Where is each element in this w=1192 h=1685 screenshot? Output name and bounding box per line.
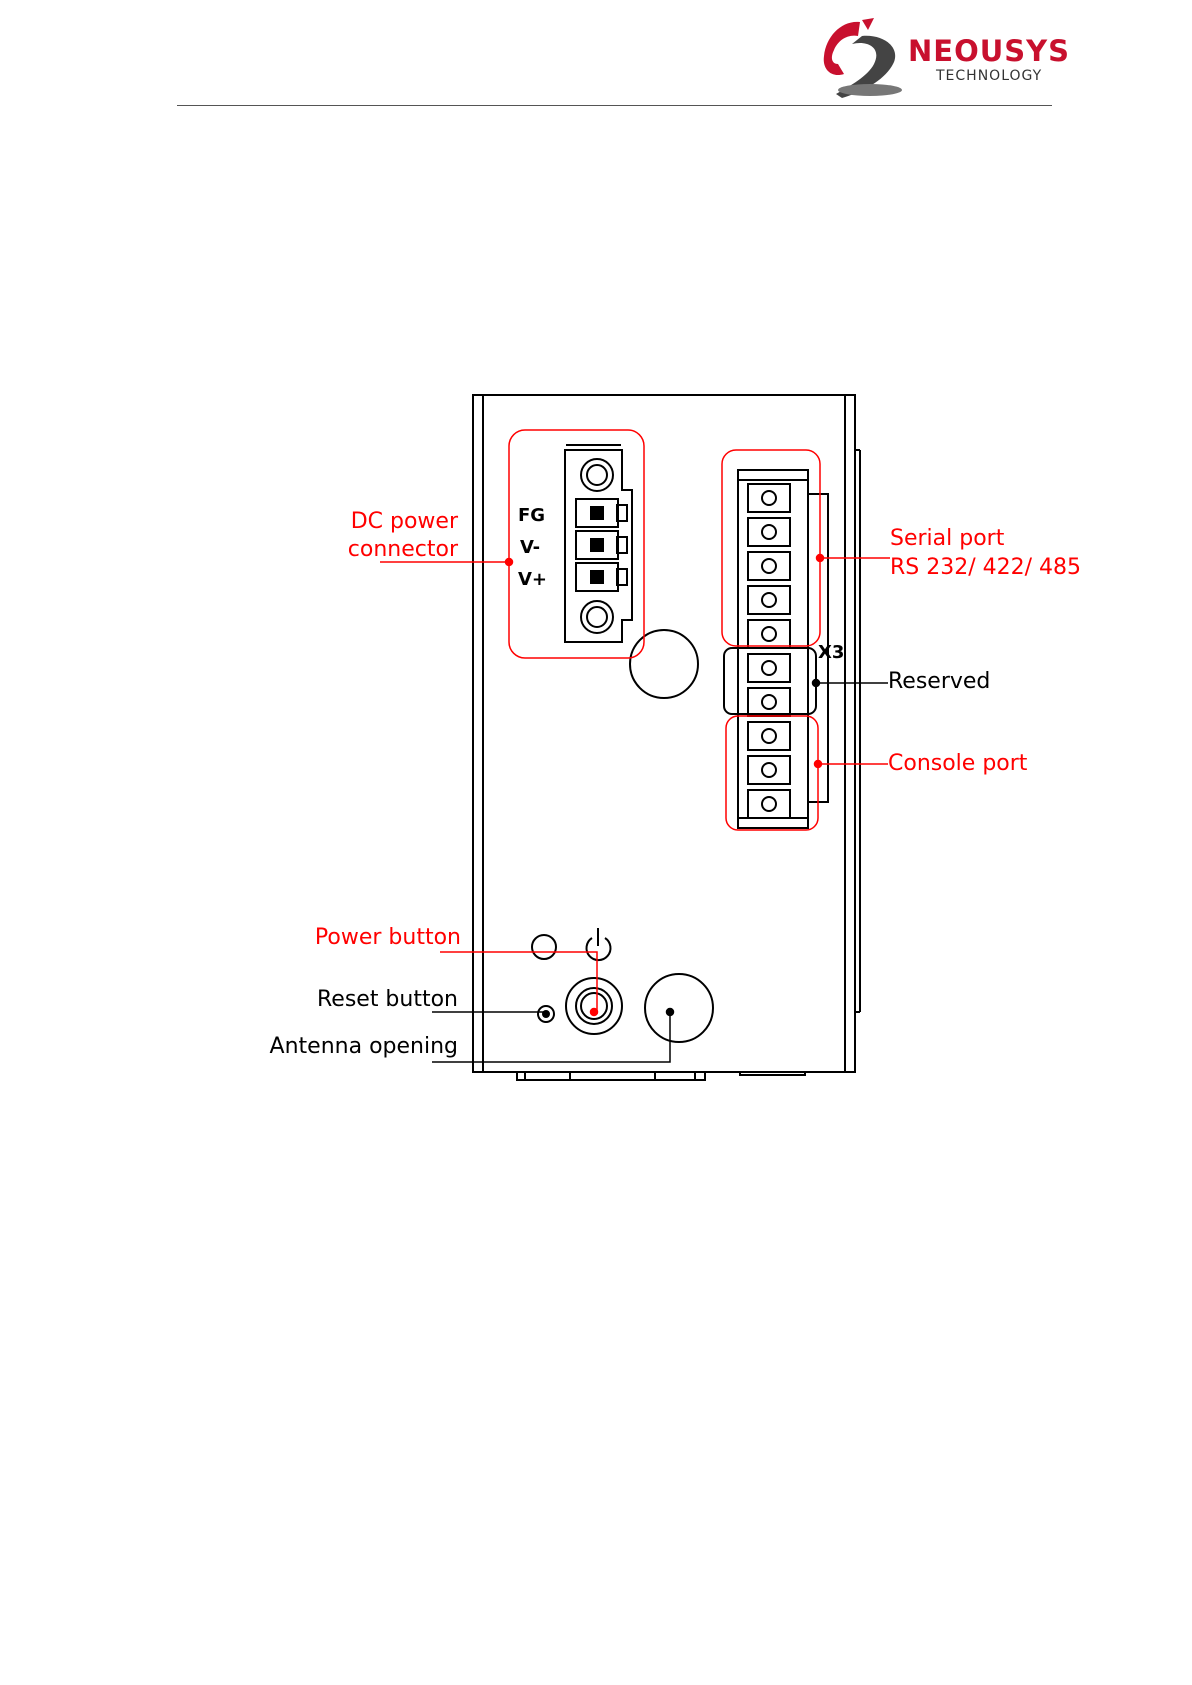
connector-tag-x3: X3: [818, 642, 844, 663]
power-button-ring: [566, 978, 622, 1034]
blank-plug-hole: [630, 630, 698, 698]
terminal-label-vplus: V+: [518, 569, 547, 590]
dc-power-label-line1: DC power: [351, 508, 458, 536]
serial-port-label-line1: Serial port: [890, 525, 1004, 553]
power-button-label: Power button: [315, 924, 461, 952]
antenna-opening: [645, 974, 713, 1042]
console-port-highlight: [726, 716, 818, 830]
serial-port-label-line2: RS 232/ 422/ 485: [890, 554, 1081, 582]
power-button-leader: [440, 952, 597, 1014]
console-port-label: Console port: [888, 750, 1027, 778]
reset-symbol-icon: [532, 935, 556, 959]
dc-power-label-line2: connector: [348, 536, 458, 564]
antenna-opening-label: Antenna opening: [270, 1033, 458, 1061]
terminal-label-fg: FG: [518, 505, 545, 526]
dc-terminal-screws: [590, 506, 604, 584]
terminal-label-vminus: V-: [520, 537, 540, 558]
reset-button-label: Reset button: [317, 986, 458, 1014]
reserved-label: Reserved: [888, 668, 990, 696]
